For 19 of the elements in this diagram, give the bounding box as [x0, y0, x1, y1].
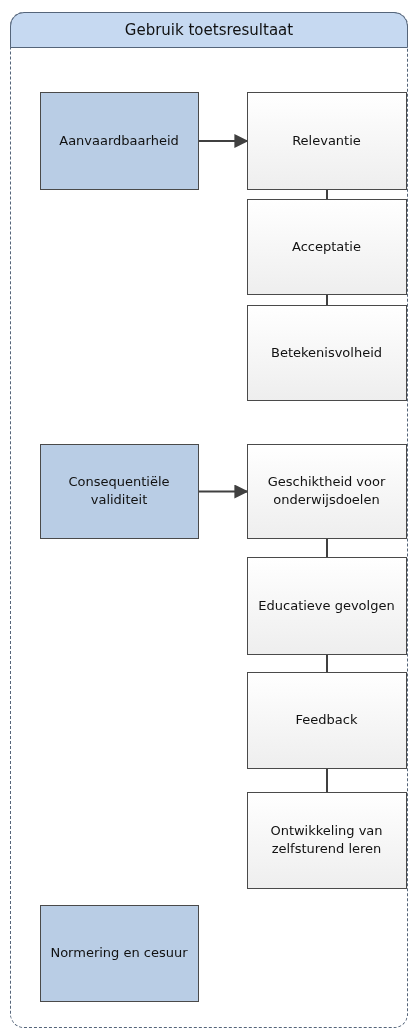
process-box: Relevantie: [246, 91, 407, 190]
connector-line: [326, 538, 328, 558]
connector-line: [326, 768, 328, 793]
process-box: Aanvaardbaarheid: [39, 91, 199, 190]
arrow: [198, 484, 249, 499]
process-box: Acceptatie: [246, 198, 407, 295]
process-box: Educatieve gevolgen: [246, 556, 407, 655]
process-box: Ontwikkeling van zelfsturend leren: [246, 791, 407, 889]
process-box: Feedback: [246, 671, 407, 769]
connector-line: [326, 189, 328, 200]
process-box: Normering en cesuur: [39, 904, 199, 1002]
process-box: Consequentiële validiteit: [39, 443, 199, 539]
process-box: Betekenisvolheid: [246, 304, 407, 401]
group-heading: Gebruik toetsresultaat: [10, 12, 408, 48]
process-box: Geschiktheid voor onderwijsdoelen: [246, 443, 407, 539]
group-panel: [10, 12, 408, 1028]
connector-line: [326, 654, 328, 673]
connector-line: [326, 294, 328, 306]
arrow: [198, 134, 249, 148]
